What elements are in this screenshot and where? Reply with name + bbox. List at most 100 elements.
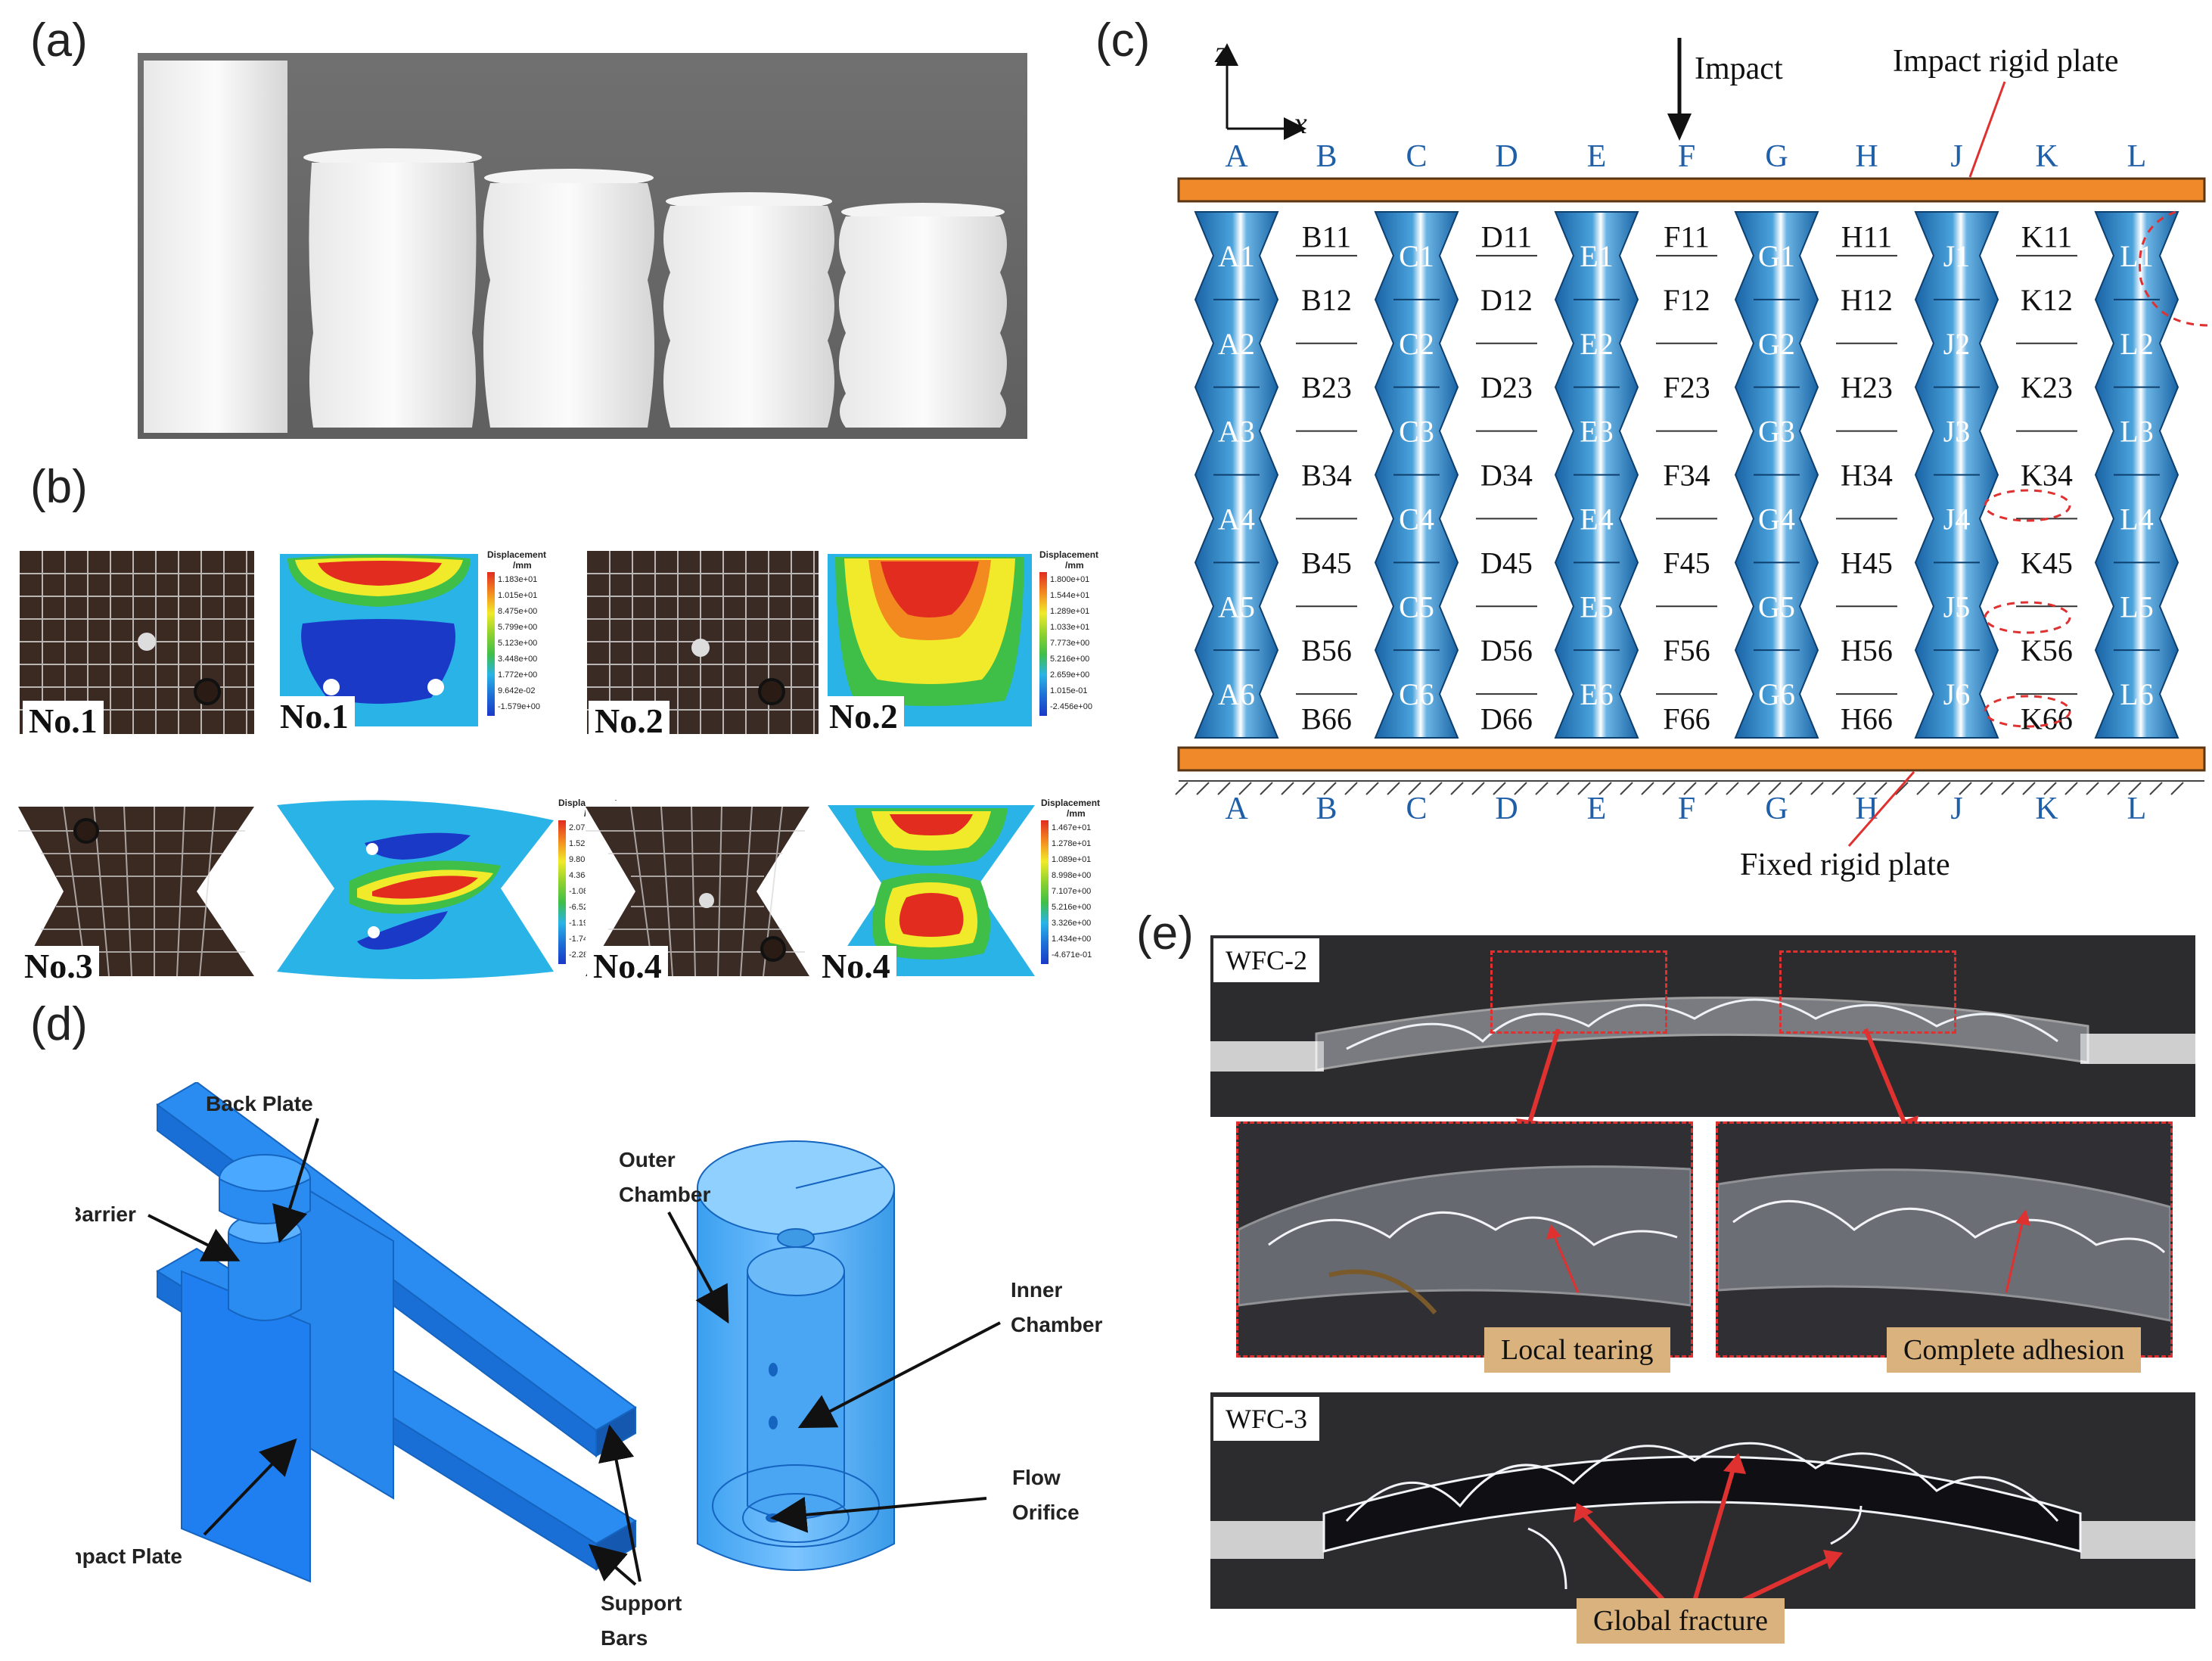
top-letter-L: L — [2127, 139, 2147, 174]
sample-label-2b: No.2 — [823, 696, 904, 736]
legend-1-tick: 1.015e+01 — [498, 591, 538, 600]
legend-2-title: Displacement — [1039, 549, 1099, 560]
cell-label: D11 — [1481, 219, 1532, 254]
top-letter-D: D — [1495, 139, 1518, 174]
bottom-letter-B: B — [1316, 792, 1337, 826]
zoom-photo-complete-adhesion — [1716, 1121, 2173, 1358]
cell-label: L6 — [2120, 677, 2153, 711]
impact-label: Impact — [1695, 51, 1783, 86]
cell-label: G2 — [1758, 327, 1795, 361]
legend-1-tick: 5.123e+00 — [498, 639, 538, 648]
white-cell-divider — [1836, 254, 1897, 695]
impact-plate-label: Impact rigid plate — [1893, 44, 2119, 79]
cell-label: K12 — [2021, 283, 2073, 317]
legend-2-tick: 1.033e+01 — [1050, 623, 1090, 632]
bottom-letter-K: K — [2035, 792, 2058, 826]
legend-4-tick: 5.216e+00 — [1052, 903, 1092, 912]
cell-label: A2 — [1218, 327, 1255, 361]
cell-label: J4 — [1943, 502, 1971, 536]
legend-4-tick: 1.434e+00 — [1052, 935, 1092, 944]
cell-label: A3 — [1218, 415, 1255, 449]
cell-label: D34 — [1480, 459, 1533, 493]
detail-arrows — [1546, 1209, 2030, 1293]
cell-label: A4 — [1218, 502, 1255, 536]
arrow-impact-plate — [203, 1438, 297, 1536]
legend-4-tick: 8.998e+00 — [1052, 871, 1092, 880]
wfc2-label: WFC-2 — [1213, 938, 1319, 982]
label-outer-chamber-2: Chamber — [619, 1183, 710, 1206]
deformation-highlights — [1984, 210, 2210, 728]
cell-label: F56 — [1663, 633, 1710, 667]
white-cell-divider — [1476, 254, 1537, 695]
panel-label-c: (c) — [1095, 14, 1151, 67]
legend-1-tick: 8.475e+00 — [498, 607, 538, 616]
cell-label: F45 — [1663, 546, 1710, 580]
cell-label: L4 — [2120, 502, 2153, 536]
top-letter-K: K — [2035, 139, 2058, 174]
wfc3-specimen — [1210, 1442, 2195, 1590]
arrow-back-plate — [272, 1118, 319, 1243]
cell-label: B34 — [1301, 459, 1352, 493]
arrow-outer-chamber — [667, 1212, 729, 1324]
label-support-bars-1: Support — [601, 1591, 682, 1615]
cell-label: B12 — [1301, 283, 1352, 317]
cell-label: E3 — [1580, 415, 1613, 449]
cell-label: B56 — [1301, 633, 1352, 667]
cell-label: C4 — [1399, 502, 1434, 536]
legend-4-tick: 3.326e+00 — [1052, 919, 1092, 928]
label-inner-chamber-2: Chamber — [1011, 1313, 1102, 1336]
legend-2-tick: 5.216e+00 — [1050, 655, 1090, 664]
arrow-barrier — [148, 1214, 241, 1261]
cell-label: J3 — [1943, 415, 1971, 449]
cell-label: C6 — [1399, 677, 1434, 711]
top-letter-B: B — [1316, 139, 1337, 174]
top-letter-F: F — [1678, 139, 1695, 174]
cell-label: L5 — [2120, 589, 2153, 624]
axis-x-label: x — [1293, 106, 1307, 140]
impact-rigid-plate — [1177, 177, 2206, 203]
cell-label: J6 — [1943, 677, 1971, 711]
legend-4-title: Displacement — [1041, 798, 1101, 808]
top-letter-H: H — [1855, 139, 1878, 174]
cell-label: E4 — [1580, 502, 1613, 536]
cylinder-intact — [144, 61, 287, 433]
ground-hatch — [1175, 780, 2204, 795]
cell-label: C3 — [1399, 415, 1434, 449]
bottom-letter-D: D — [1495, 792, 1518, 826]
cell-label: L3 — [2120, 415, 2153, 449]
arrow-inner-chamber — [797, 1321, 1001, 1429]
cell-label: E6 — [1580, 677, 1613, 711]
impact-arrow-head — [1667, 114, 1692, 141]
panel-label-a: (a) — [30, 14, 88, 67]
label-barrier: Barrier — [76, 1202, 136, 1226]
cell-label: L2 — [2120, 327, 2153, 361]
top-letter-J: J — [1950, 139, 1962, 174]
label-inner-chamber-1: Inner — [1011, 1278, 1063, 1302]
cell-label: G3 — [1758, 415, 1795, 449]
cell-label: H66 — [1841, 702, 1893, 736]
wfc3-label: WFC-3 — [1213, 1397, 1319, 1441]
cell-label: B23 — [1301, 371, 1352, 405]
panel-b-photo-1 — [20, 551, 254, 734]
legend-2-tick: 2.659e+00 — [1050, 670, 1090, 680]
white-cell-divider — [1296, 254, 1357, 695]
label-impact-plate: Impact Plate — [76, 1544, 182, 1568]
sample-label-4a: No.4 — [587, 946, 668, 986]
panel-label-e: (e) — [1136, 907, 1194, 960]
label-back-plate: Back Plate — [206, 1092, 313, 1115]
cell-label: A1 — [1218, 239, 1255, 273]
legend-2-tick: 7.773e+00 — [1050, 639, 1090, 648]
legend-4-unit: /mm — [1067, 808, 1086, 819]
cell-label: G5 — [1758, 589, 1795, 624]
cell-label: G6 — [1758, 677, 1795, 711]
panel-b-fe-3 — [274, 798, 557, 984]
arrow-support-bar-2 — [588, 1544, 637, 1586]
cylinder-crushed-1 — [303, 148, 482, 428]
cell-label: H45 — [1841, 546, 1893, 580]
cell-label: J1 — [1943, 239, 1971, 273]
legend-4-tick: 1.089e+01 — [1052, 855, 1092, 864]
cell-label: E5 — [1580, 589, 1613, 624]
cell-label: F66 — [1663, 702, 1710, 736]
sample-label-1a: No.1 — [23, 701, 104, 741]
